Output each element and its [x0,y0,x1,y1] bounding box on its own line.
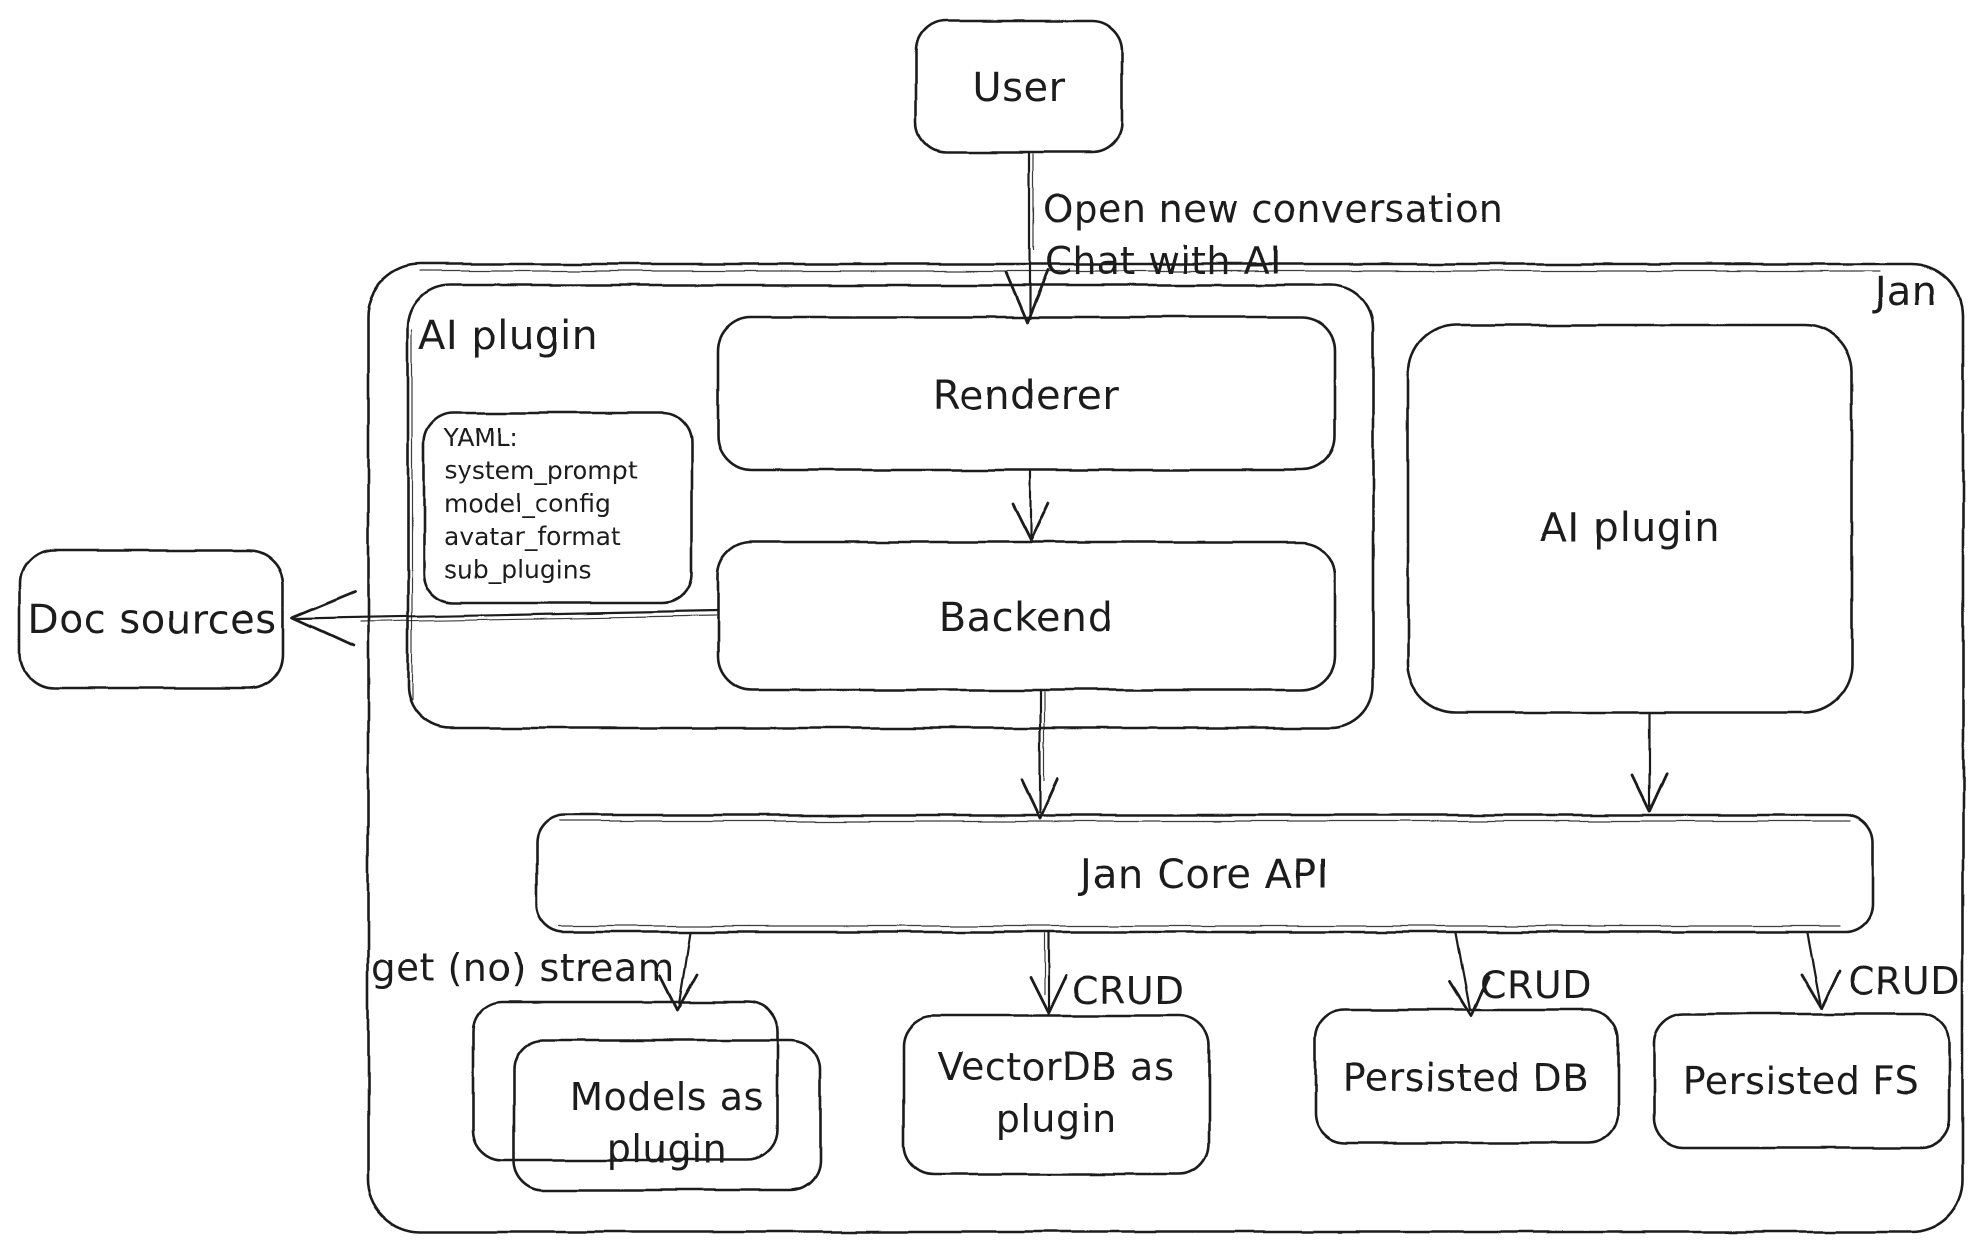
user-box [914,19,1124,154]
edge-label-open-new-conversation: Open new conversation [1043,187,1503,231]
models-as-plugin-label-line2: plugin [607,1127,728,1171]
arrowhead-jan-core-to-persisted-fs [1800,968,1842,1010]
vectordb-label-line2: plugin [996,1097,1117,1141]
edge-label-chat-with-ai: Chat with AI [1045,239,1282,283]
backend-box [716,540,1337,692]
ai-plugin-group-label: AI plugin [418,313,598,359]
models-as-plugin-inner-box [512,1038,822,1192]
edge-label-crud-persisted-fs: CRUD [1848,959,1960,1003]
edge-jan-core-to-persisted-db [1454,931,1472,1012]
jan-core-api-label: Jan Core API [1078,852,1330,898]
arrowhead-jan-core-to-models [658,972,699,1012]
edge-backend-to-doc-sources-sketch [359,615,717,623]
yaml-note-line-4: avatar_format [444,522,621,551]
backend-label: Backend [939,595,1114,641]
models-as-plugin-outer-box [471,1000,780,1162]
persisted-fs-label: Persisted FS [1683,1059,1920,1103]
ai-plugin-group-box [406,283,1375,730]
yaml-note-line-2: system_prompt [444,456,638,485]
doc-sources-label: Doc sources [27,597,276,643]
vectordb-as-plugin-box [902,1014,1211,1176]
arrowhead-renderer-to-backend [1011,500,1051,542]
jan-container-label: Jan [1871,269,1937,315]
edge-label-crud-persisted-db: CRUD [1480,963,1592,1007]
ai-plugin-right-label: AI plugin [1540,505,1720,551]
edge-label-crud-vectordb: CRUD [1072,969,1184,1013]
arrowhead-jan-core-to-vectordb [1028,974,1068,1016]
arrowhead-user-to-renderer [1004,268,1050,324]
edge-backend-to-doc-sources [294,609,720,621]
renderer-label: Renderer [933,373,1120,419]
jan-core-api-box [535,813,1875,934]
ai-plugin-right-box [1406,323,1854,714]
yaml-note-line-5: sub_plugins [444,555,592,584]
edge-jan-core-to-persisted-fs [1806,931,1823,1006]
arrowhead-backend-to-jan-core [1020,776,1060,820]
arrowhead-jan-core-to-persisted-db [1448,974,1490,1018]
edge-label-get-no-stream: get (no) stream [371,946,675,990]
vectordb-label-line1: VectorDB as [937,1045,1174,1089]
renderer-box [716,315,1337,472]
yaml-note-line-1: YAML: [443,423,518,452]
yaml-note-line-3: model_config [444,489,611,518]
doc-sources-box [18,548,285,690]
persisted-fs-box [1652,1012,1952,1150]
arrowhead-ai-plugin-right-to-jan-core [1631,772,1669,813]
arrowhead-backend-to-doc-sources [290,590,357,648]
edge-jan-core-to-models [677,930,692,1006]
user-label: User [972,65,1065,111]
persisted-db-label: Persisted DB [1343,1056,1590,1100]
yaml-note-box [422,411,694,605]
models-as-plugin-label-line1: Models as [570,1075,764,1119]
